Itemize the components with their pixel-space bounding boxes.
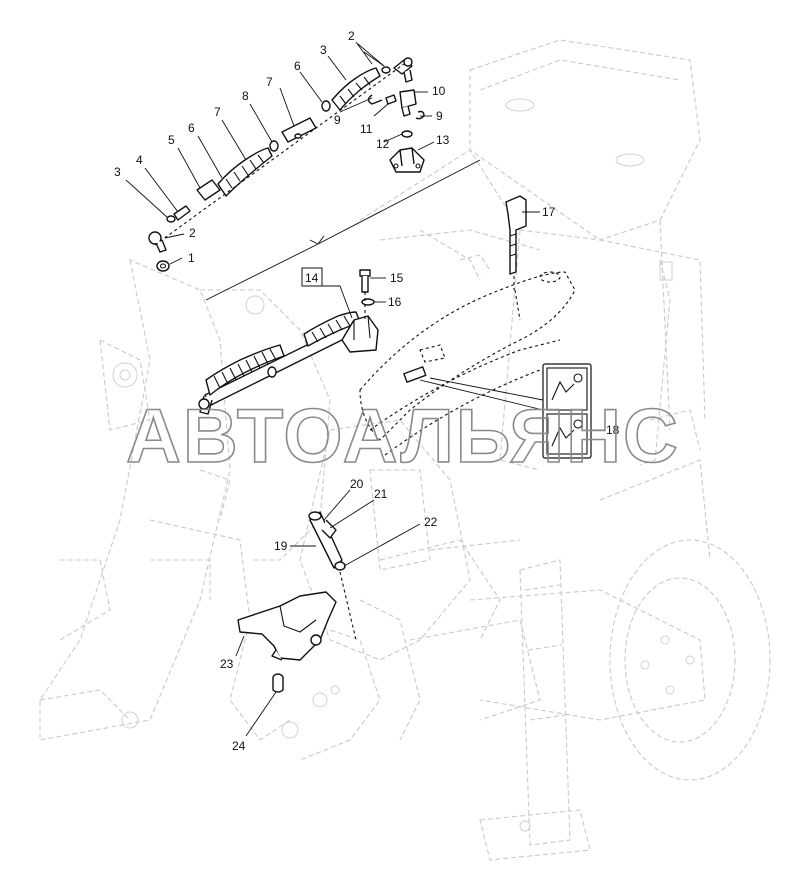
decal-18 (419, 363, 592, 459)
callout-11: 11 (360, 122, 373, 136)
callout-12: 12 (376, 137, 390, 151)
callout-3-upper: 3 (320, 43, 327, 57)
callout-leaders (125, 41, 604, 737)
callout-20: 20 (350, 477, 364, 491)
callout-7-upper: 7 (266, 75, 273, 89)
callout-9-right: 9 (436, 109, 443, 123)
bushing-24 (272, 673, 284, 693)
callout-2-upper: 2 (348, 29, 355, 43)
assembled-rod-14 (198, 269, 379, 415)
boom-lock-housing (359, 271, 576, 456)
callout-6-upper: 6 (294, 59, 301, 73)
callout-17: 17 (542, 205, 556, 219)
bracket-23 (237, 591, 337, 661)
callout-13: 13 (436, 133, 450, 147)
callout-22: 22 (424, 515, 438, 529)
machine-outline (39, 39, 771, 861)
callout-4: 4 (136, 153, 143, 167)
callout-14-box (301, 267, 323, 287)
pin-assembly-19-22 (308, 511, 357, 641)
callout-15: 15 (390, 271, 404, 285)
callout-3-lower: 3 (114, 165, 121, 179)
callout-21: 21 (374, 487, 388, 501)
callout-16: 16 (388, 295, 402, 309)
callout-9-left: 9 (334, 113, 341, 127)
watermark-text: АВТОАЛЬЯНС (126, 394, 680, 479)
callout-7-lower: 7 (214, 105, 221, 119)
callout-1: 1 (188, 251, 195, 265)
callout-24: 24 (232, 739, 246, 753)
lock-bar-17 (505, 195, 527, 290)
callout-6-lower: 6 (188, 121, 195, 135)
assembly-leader-lines (205, 159, 481, 301)
callout-5: 5 (168, 133, 175, 147)
callout-23: 23 (220, 657, 234, 671)
upper-linkage-exploded (148, 57, 425, 272)
callout-10: 10 (432, 84, 446, 98)
callout-2-lower: 2 (189, 226, 196, 240)
callout-19: 19 (274, 539, 288, 553)
callout-18: 18 (606, 423, 620, 437)
callout-14: 14 (305, 271, 319, 285)
callout-labels: 1 2 2 3 3 4 5 6 6 7 7 8 9 9 10 11 12 13 … (114, 29, 620, 753)
callout-8: 8 (242, 89, 249, 103)
